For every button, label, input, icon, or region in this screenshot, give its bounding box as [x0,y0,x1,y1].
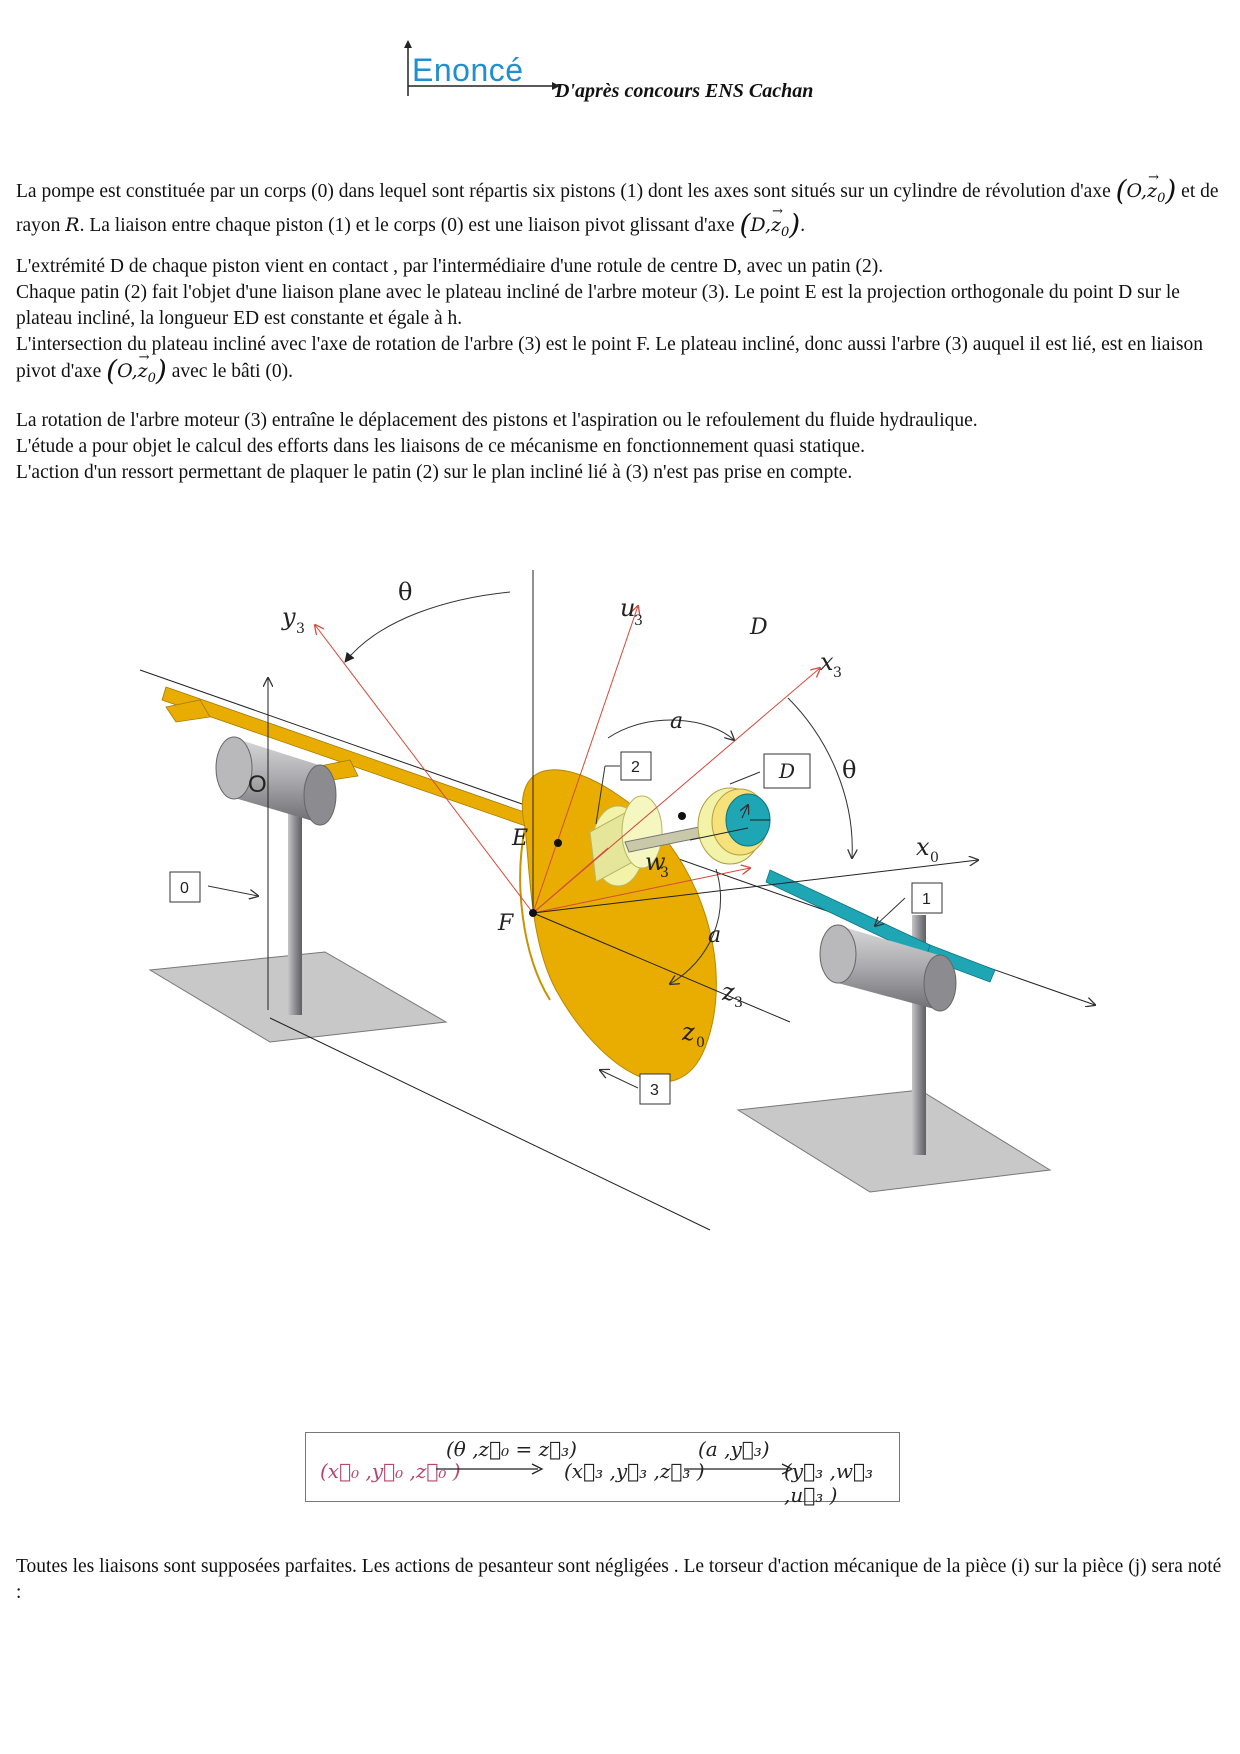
intro-paragraph-3: La rotation de l'arbre moteur (3) entraî… [16,408,1226,486]
intro-p7: L'action d'un ressort permettant de plaq… [16,462,853,483]
axis-O-z0-2: (O,z0) [106,345,167,386]
svg-text:3: 3 [734,995,743,1011]
label-x3: x [820,648,834,676]
right-base-plate [736,1089,1052,1193]
radius-symbol: R [65,213,80,236]
point-E [554,839,562,847]
label-u3: u [620,594,635,622]
enonce-logo: Enoncé [400,40,560,100]
box-label-0: 0 [180,880,189,897]
axis-D-z0: (D,z0) [739,199,800,240]
inclined-plate [519,769,717,1083]
label-z0: z [681,1018,695,1046]
intro-p1-d: . [800,214,806,236]
point-F [529,909,537,917]
intro-p2: L'extrémité D de chaque piston vient en … [16,256,884,277]
box-label-3: 3 [650,1082,659,1099]
label-w3: w [645,848,666,876]
left-support-pole [288,785,302,1015]
intro-p1-b: et de rayon [16,181,1219,236]
intro-p6: L'étude a pour objet le calcul des effor… [16,436,865,457]
box-label-2: 2 [631,759,640,776]
svg-text:3: 3 [634,613,643,629]
label-z3: z [721,978,735,1006]
patin [589,795,729,887]
left-bearing: O [215,736,337,826]
box-label-D: D [778,759,795,783]
source-note: D'après concours ENS Cachan [555,80,814,102]
label-O: O [248,771,267,798]
label-x0: x [916,833,930,861]
intro-p1-a: La pompe est constituée par un corps (0)… [16,181,1111,202]
intro-p3: Chaque patin (2) fait l'objet d'une liai… [16,282,1180,329]
label-theta-top: θ [398,578,412,606]
ball-joint-D [697,787,771,865]
label-D-italic: D [749,615,768,640]
intro-paragraph-1: La pompe est constituée par un corps (0)… [16,165,1226,246]
label-alpha-top: a [670,709,683,734]
frame-change-sequence: (x⃗₀ ,y⃗₀ ,z⃗₀ ) (θ ,z⃗₀ = z⃗₃) (x⃗₃ ,y⃗… [305,1432,900,1507]
intro-p5: La rotation de l'arbre moteur (3) entraî… [16,410,978,431]
rotation-2: (a ,y⃗₃) [698,1437,770,1461]
intro-p1-c: . La liaison entre chaque piston (1) et … [79,214,735,236]
label-F: F [497,911,514,936]
label-y3: y [281,603,296,631]
frame-0: (x⃗₀ ,y⃗₀ ,z⃗₀ ) [320,1459,461,1483]
label-E: E [511,826,528,851]
svg-text:3: 3 [660,865,669,881]
right-bearing [819,924,957,1012]
point-D [678,812,686,820]
frame-2: (y⃗₃ ,w⃗₃ ,u⃗₃ ) [784,1459,873,1507]
intro-paragraph-2: L'extrémité D de chaque piston vient en … [16,254,1226,392]
svg-text:3: 3 [296,621,305,637]
pump-mechanism-figure: O [130,535,1110,1410]
arrow-icon [684,1463,794,1475]
label-alpha-bottom: a [708,923,721,948]
intro-p4: L'intersection du plateau incliné avec l… [16,332,1226,392]
frame-1: (x⃗₃ ,y⃗₃ ,z⃗₃ ) [564,1459,705,1483]
svg-text:0: 0 [930,850,939,866]
rotation-1: (θ ,z⃗₀ = z⃗₃) [446,1437,577,1461]
svg-text:0: 0 [696,1035,705,1051]
axis-O-z0: (O,z0) [1116,165,1177,206]
svg-text:3: 3 [833,665,842,681]
mechanism-drawing: O [139,535,1110,1231]
logo-word: Enoncé [412,52,524,88]
logo-axes-icon [404,40,560,96]
arrow-icon [436,1463,544,1475]
conclusion-paragraph: Toutes les liaisons sont supposées parfa… [16,1556,1222,1603]
label-theta-right: θ [842,756,856,784]
box-label-1: 1 [922,891,931,908]
